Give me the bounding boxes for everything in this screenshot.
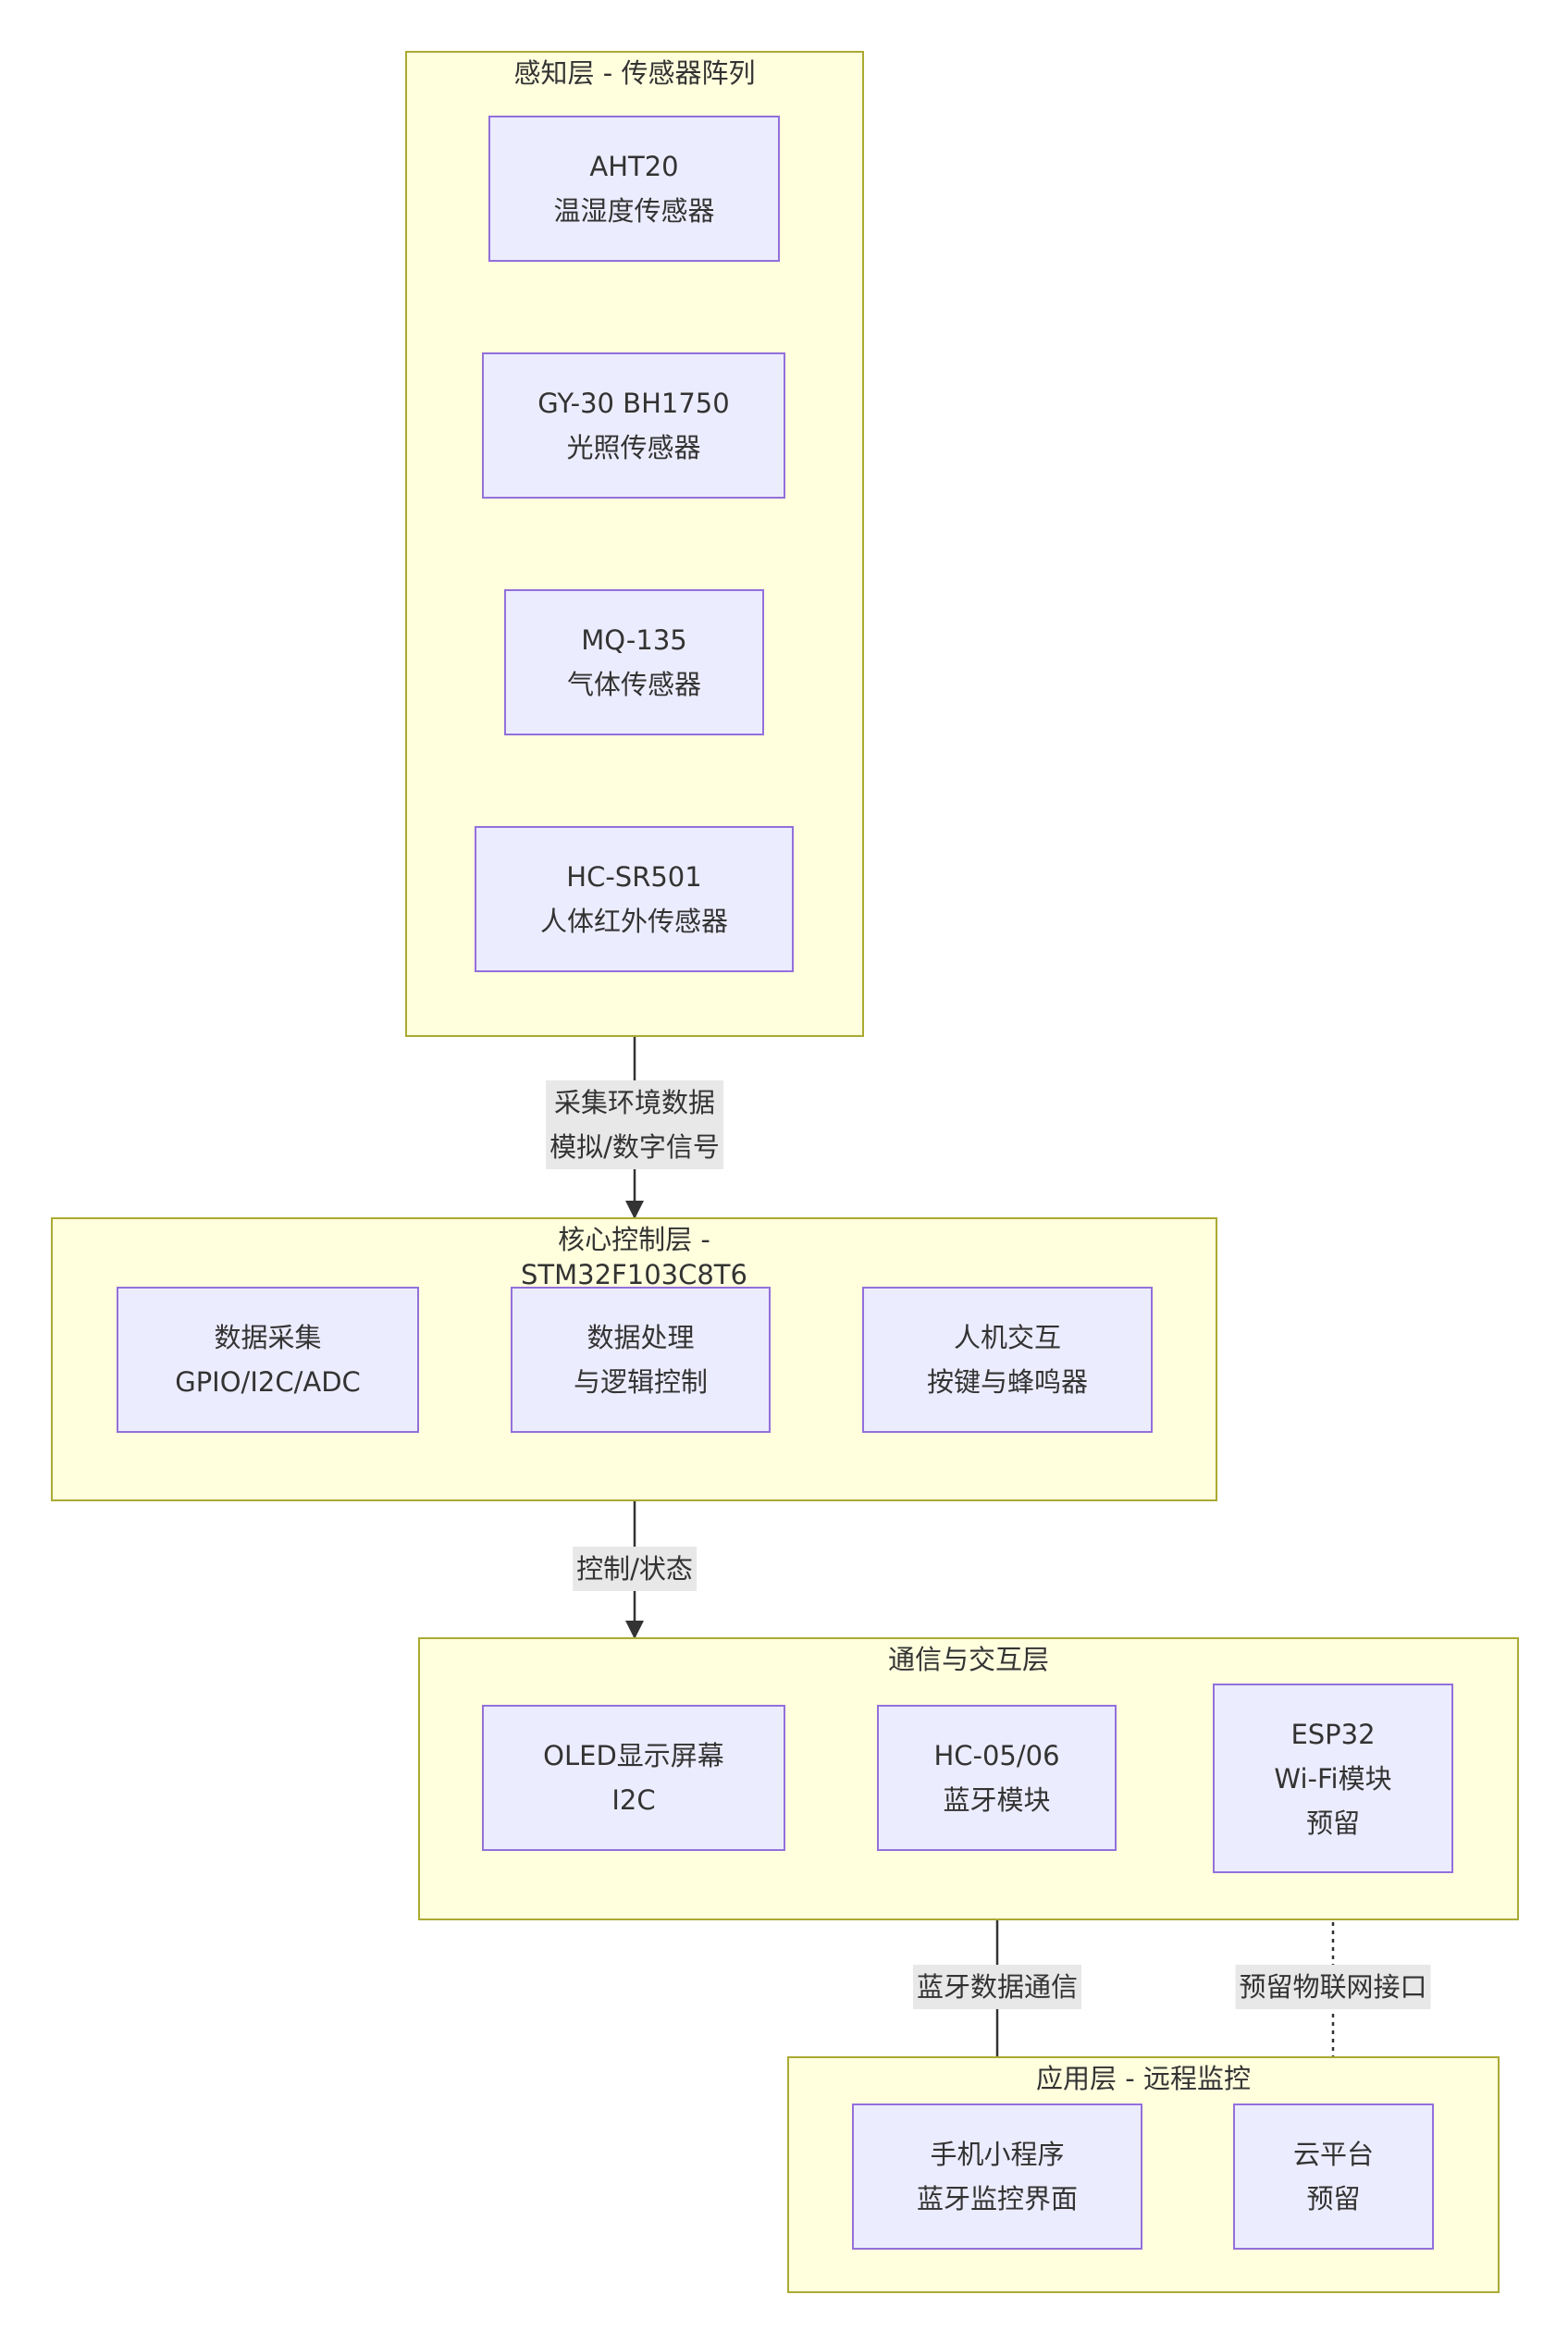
mq135-node: MQ-135 气体传感器 — [504, 589, 764, 735]
bt-desc: 蓝牙模块 — [943, 1784, 1051, 1816]
acquire-node: 数据采集 GPIO/I2C/ADC — [117, 1287, 419, 1433]
acquire-name: 数据采集 — [214, 1322, 322, 1353]
gy30-desc: 光照传感器 — [566, 432, 701, 463]
process-node: 数据处理 与逻辑控制 — [511, 1287, 771, 1433]
bt-name: HC-05/06 — [933, 1740, 1060, 1771]
edge-label-bt-to-app: 蓝牙数据通信 — [912, 1965, 1082, 2009]
esp32-node: ESP32 Wi-Fi模块 预留 — [1213, 1684, 1453, 1873]
process-desc: 与逻辑控制 — [573, 1366, 708, 1398]
edge-label-bt-line1: 蓝牙数据通信 — [916, 1971, 1079, 2003]
edge-label-esp-line1: 预留物联网接口 — [1239, 1971, 1427, 2003]
edge-label-core-to-comm: 控制/状态 — [573, 1547, 697, 1591]
esp32-note: 预留 — [1305, 1807, 1360, 1839]
gy30-node: GY-30 BH1750 光照传感器 — [482, 352, 785, 499]
core-layer-title-line1: 核心控制层 - — [558, 1224, 710, 1255]
mq135-name: MQ-135 — [581, 624, 687, 656]
hcsr501-desc: 人体红外传感器 — [539, 906, 728, 937]
edge-label-core-line1: 控制/状态 — [576, 1553, 693, 1585]
miniprogram-node: 手机小程序 蓝牙监控界面 — [852, 2103, 1142, 2250]
hcsr501-node: HC-SR501 人体红外传感器 — [475, 826, 794, 972]
sensing-layer-title: 感知层 - 传感器阵列 — [513, 57, 756, 89]
mq135-desc: 气体传感器 — [566, 669, 701, 700]
aht20-node: AHT20 温湿度传感器 — [488, 116, 780, 262]
miniprogram-name: 手机小程序 — [930, 2139, 1065, 2170]
oled-name: OLED显示屏幕 — [543, 1740, 724, 1771]
core-layer-title-line2-clip: STM32F103C8T6 — [53, 1258, 1216, 1290]
edge-label-esp-to-cloud: 预留物联网接口 — [1235, 1965, 1431, 2009]
aht20-name: AHT20 — [589, 151, 679, 182]
edge-label-sense-line1: 采集环境数据 — [553, 1087, 715, 1118]
gy30-name: GY-30 BH1750 — [537, 388, 730, 419]
edge-label-sense-to-core: 采集环境数据 模拟/数字信号 — [546, 1080, 723, 1169]
cloud-desc: 预留 — [1306, 2183, 1361, 2214]
oled-desc: I2C — [611, 1784, 656, 1816]
core-layer-title-line2: STM32F103C8T6 — [521, 1259, 747, 1290]
hmi-desc: 按键与蜂鸣器 — [926, 1366, 1088, 1398]
comm-layer-title: 通信与交互层 — [887, 1644, 1049, 1675]
oled-node: OLED显示屏幕 I2C — [482, 1705, 785, 1851]
esp32-name: ESP32 — [1290, 1718, 1376, 1750]
app-layer-title: 应用层 - 远程监控 — [1036, 2063, 1251, 2094]
aht20-desc: 温湿度传感器 — [553, 195, 715, 227]
miniprogram-desc: 蓝牙监控界面 — [916, 2183, 1078, 2214]
edge-label-sense-line2: 模拟/数字信号 — [549, 1131, 720, 1163]
process-name: 数据处理 — [586, 1322, 695, 1353]
hmi-name: 人机交互 — [953, 1322, 1061, 1353]
cloud-node: 云平台 预留 — [1233, 2103, 1434, 2250]
bt-node: HC-05/06 蓝牙模块 — [877, 1705, 1117, 1851]
esp32-desc: Wi-Fi模块 — [1274, 1762, 1392, 1795]
acquire-desc: GPIO/I2C/ADC — [175, 1366, 361, 1398]
cloud-name: 云平台 — [1292, 2139, 1374, 2170]
hcsr501-name: HC-SR501 — [566, 861, 702, 893]
hmi-node: 人机交互 按键与蜂鸣器 — [862, 1287, 1153, 1433]
